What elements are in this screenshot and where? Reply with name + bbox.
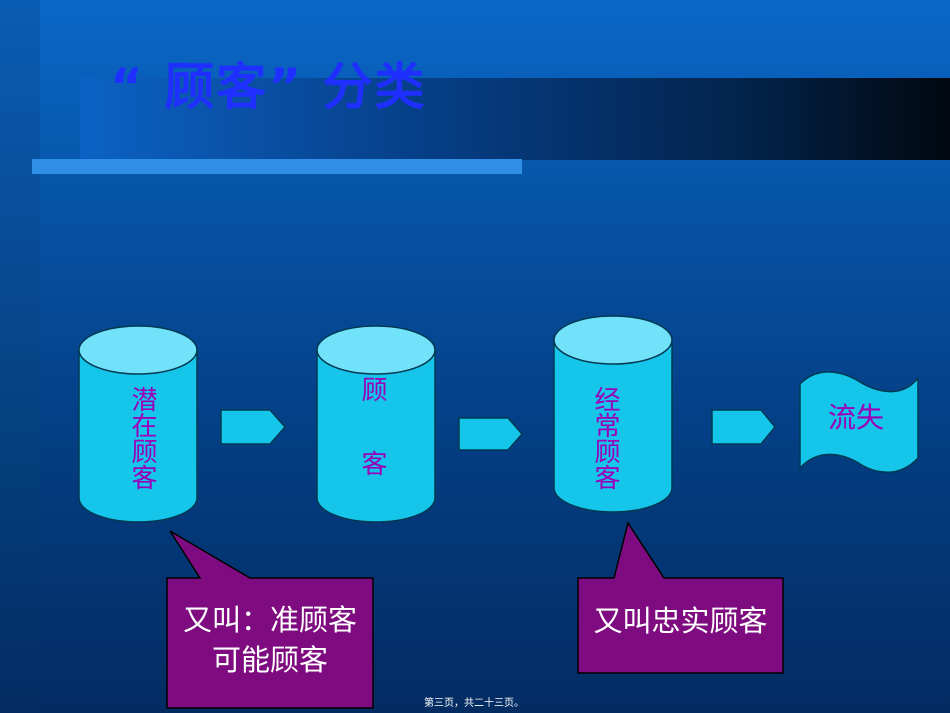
node-label-customer-bottom: 客 [357,450,387,476]
header-band [80,78,950,160]
accent-bar [32,159,522,174]
page-footer: 第三页，共二十三页。 [424,698,524,709]
node-label-customer: 顾客 [357,376,387,476]
callout-potential-line2: 可能顾客 [211,643,328,677]
node-label-regular: 经常顾客 [590,386,620,490]
arrow-1 [220,409,287,445]
cylinder-regular-top [553,315,673,365]
node-label-potential: 潜在顾客 [127,386,157,490]
cylinder-customer [316,325,436,523]
cylinder-regular [553,315,673,513]
callout-regular-shape [577,521,784,674]
node-label-lost: 流失 [828,401,885,434]
callout-potential-text: 又叫：准顾客 可能顾客 [167,600,373,680]
callout-potential-shape [166,530,374,709]
left-panel [0,0,40,713]
cylinder-customer-body [316,349,436,523]
cylinder-potential-body [78,349,198,523]
tape-lost [799,371,919,473]
page-title: “ 顾客” 分类 [110,58,427,116]
callout-regular-text: 又叫忠实顾客 [578,601,783,641]
arrow-2 [458,417,523,451]
cylinder-regular-body [553,339,673,513]
arrow-3 [711,409,776,445]
cylinder-potential [78,325,198,523]
node-label-customer-top: 顾 [357,376,387,402]
callout-potential-line1: 又叫：准顾客 [182,603,357,637]
cylinder-potential-top [78,325,198,375]
cylinder-customer-top [316,325,436,375]
callout-regular-line1: 又叫忠实顾客 [593,604,768,638]
